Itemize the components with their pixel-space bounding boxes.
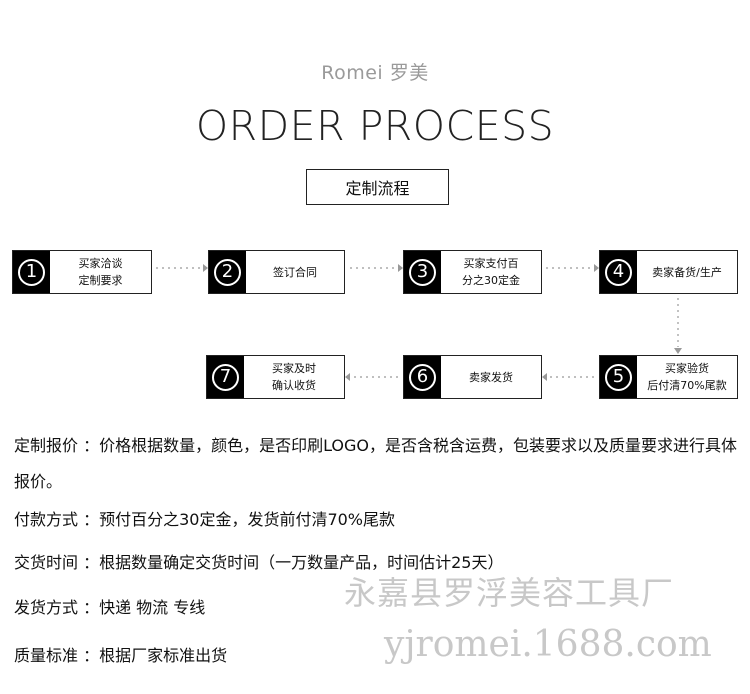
arrowhead-5-6 (542, 373, 547, 381)
payment-text: 付款方式 ：预付百分之30定金，发货前付清70%尾款 (14, 510, 396, 529)
step-label-1: 买家洽谈定制要求 (78, 257, 123, 287)
subtitle-box: 定制流程 (306, 169, 449, 205)
brand-name: Romei 罗美 (321, 62, 429, 84)
step-4: 4 卖家备货/生产 (599, 250, 738, 294)
page-title: ORDER PROCESS (195, 102, 555, 150)
flow-connectors (156, 264, 682, 381)
step-number-3: 3 (404, 251, 441, 293)
shipping-text: 发货方式 ：快递 物流 专线 (14, 598, 206, 617)
quality-text: 质量标准 ：根据厂家标准出货 (14, 646, 228, 665)
arrowhead-2-3 (398, 264, 403, 272)
delivery-time-text: 交货时间 ：根据数量确定交货时间（一万数量产品，时间估计25天） (14, 553, 504, 572)
step-number-2: 2 (209, 251, 246, 293)
arrowhead-3-4 (594, 264, 599, 272)
step-5: 5 买家验货后付清70%尾款 (599, 355, 738, 399)
step-7: 7 买家及时确认收货 (206, 355, 345, 399)
watermark-site: yjromei.1688.com (384, 624, 712, 665)
step-3: 3 买家支付百分之30定金 (403, 250, 542, 294)
arrowhead-4-5 (674, 348, 682, 354)
step-1: 1 买家洽谈定制要求 (12, 250, 152, 294)
step-number-6: 6 (404, 356, 441, 398)
step-2: 2 签订合同 (208, 250, 345, 294)
step-label-2: 签订合同 (273, 265, 317, 279)
step-label-4: 卖家备货/生产 (652, 265, 722, 279)
step-number-5: 5 (600, 356, 637, 398)
custom-quote-text: 定制报价 ：价格根据数量，颜色，是否印刷LOGO，是否含税含运费，包装要求以及质… (14, 436, 738, 491)
arrowhead-1-2 (203, 264, 208, 272)
step-number-1: 1 (13, 251, 50, 293)
step-label-6: 卖家发货 (469, 370, 513, 384)
step-number-7: 7 (207, 356, 244, 398)
arrowhead-6-7 (345, 373, 350, 381)
watermark-company: 永嘉县罗浮美容工具厂 (344, 574, 675, 612)
step-label-7: 买家及时确认收货 (272, 362, 316, 392)
step-label-5: 买家验货后付清70%尾款 (647, 362, 727, 392)
step-6: 6 卖家发货 (403, 355, 542, 399)
step-label-3: 买家支付百分之30定金 (462, 257, 520, 287)
step-number-4: 4 (600, 251, 637, 293)
